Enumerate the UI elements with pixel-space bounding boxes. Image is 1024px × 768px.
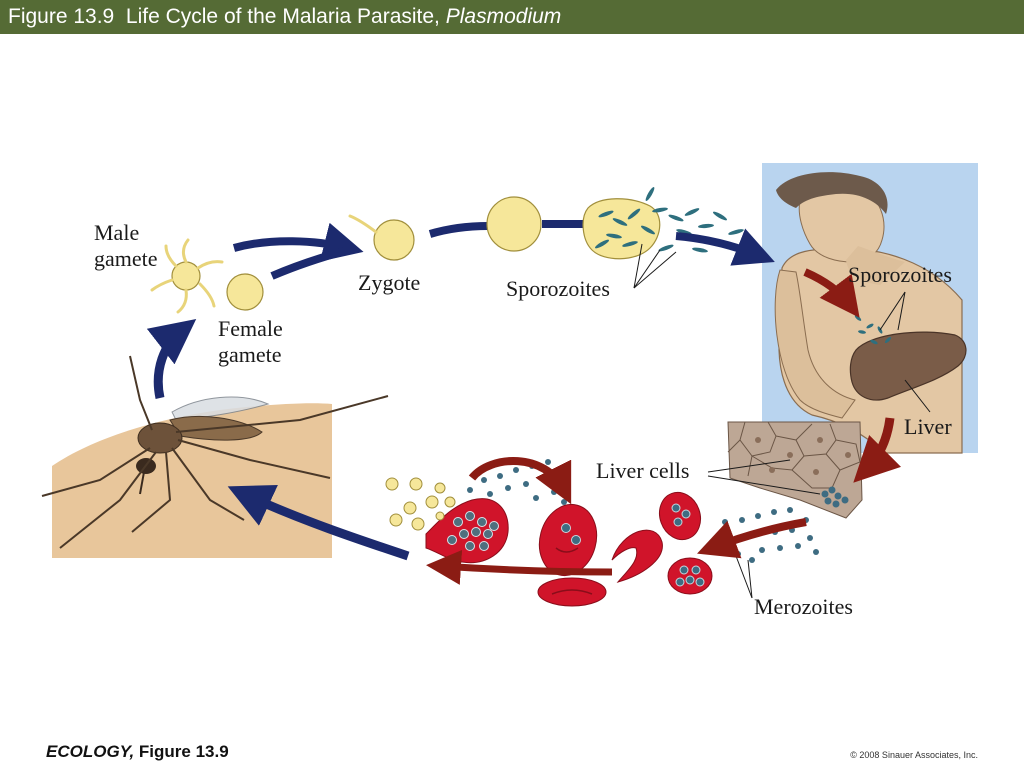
mosquito (41, 355, 389, 549)
footer-copyright: © 2008 Sinauer Associates, Inc. (850, 750, 978, 760)
label-sporozoites-mosquito: Sporozoites (506, 276, 610, 301)
sporozoites-mosquito-pointers (633, 243, 677, 289)
footer-book: ECOLOGY, (46, 742, 135, 761)
human-hair (776, 172, 888, 214)
red-arrow-blood-cycle (426, 549, 613, 585)
blood-cell-sickle (611, 529, 663, 583)
male-gamete (150, 238, 224, 314)
red-arrow-to-blood (697, 518, 807, 559)
red-arrow-liver-to-cells (853, 417, 902, 483)
oocyst (486, 196, 542, 252)
blue-arrow-male-to-zygote (232, 222, 364, 262)
mosquito-legs (41, 355, 389, 549)
human-neck (846, 246, 905, 285)
merozoite-cluster-rupture (447, 511, 499, 551)
label-male-gamete-line2: gamete (94, 246, 158, 271)
sporozoites-human-pointers (879, 291, 906, 331)
liver-organ (849, 331, 967, 401)
blue-arrow-zygote-to-oocyst (428, 222, 489, 238)
blue-arrow-female-to-zygote (270, 246, 350, 280)
label-sporozoites-human: Sporozoites (848, 262, 952, 287)
figure-number: Figure 13.9 (8, 5, 115, 28)
liver-cells-pointers (707, 459, 821, 495)
liver-pointer (904, 379, 931, 413)
label-zygote: Zygote (358, 270, 420, 295)
label-merozoites: Merozoites (754, 594, 853, 619)
label-liver: Liver (904, 414, 952, 439)
footer-source: ECOLOGY, Figure 13.9 (46, 742, 229, 762)
mosquito-proboscis (139, 471, 145, 495)
mosquito-thorax (137, 422, 183, 454)
blue-arrow-to-human (675, 228, 775, 266)
blood-cell (537, 577, 607, 607)
label-male-gamete-line1: Male (94, 220, 139, 245)
red-blood-cells (425, 491, 713, 607)
female-gamete (226, 273, 264, 311)
figure-title: Life Cycle of the Malaria Parasite, (125, 5, 440, 28)
title-bar: Figure 13.9 Life Cycle of the Malaria Pa… (0, 0, 1024, 34)
merozoites-pointers (735, 555, 753, 599)
human-host (762, 163, 978, 454)
figure-title-genus: Plasmodium (445, 5, 562, 28)
free-merozoites (722, 507, 819, 563)
label-female-gamete-line2: gamete (218, 342, 282, 367)
blood-cell (658, 491, 702, 541)
liver-cells-block (727, 421, 863, 519)
red-arrow-into-body (803, 268, 860, 318)
blue-arrow-mosquito-to-gametes (146, 318, 197, 399)
label-female-gamete-line1: Female (218, 316, 283, 341)
red-arrow-reinfection (468, 457, 572, 505)
zygote (348, 214, 415, 261)
blue-arrow-to-mosquito (227, 484, 410, 561)
bursting-oocyst (582, 187, 744, 260)
liver-cells (707, 421, 863, 519)
merozoite-cluster-liver (821, 486, 849, 508)
human-arm (774, 269, 856, 419)
gametocytes-released (385, 477, 456, 531)
label-liver-cells: Liver cells (596, 458, 689, 483)
footer-figure: Figure 13.9 (138, 742, 229, 761)
